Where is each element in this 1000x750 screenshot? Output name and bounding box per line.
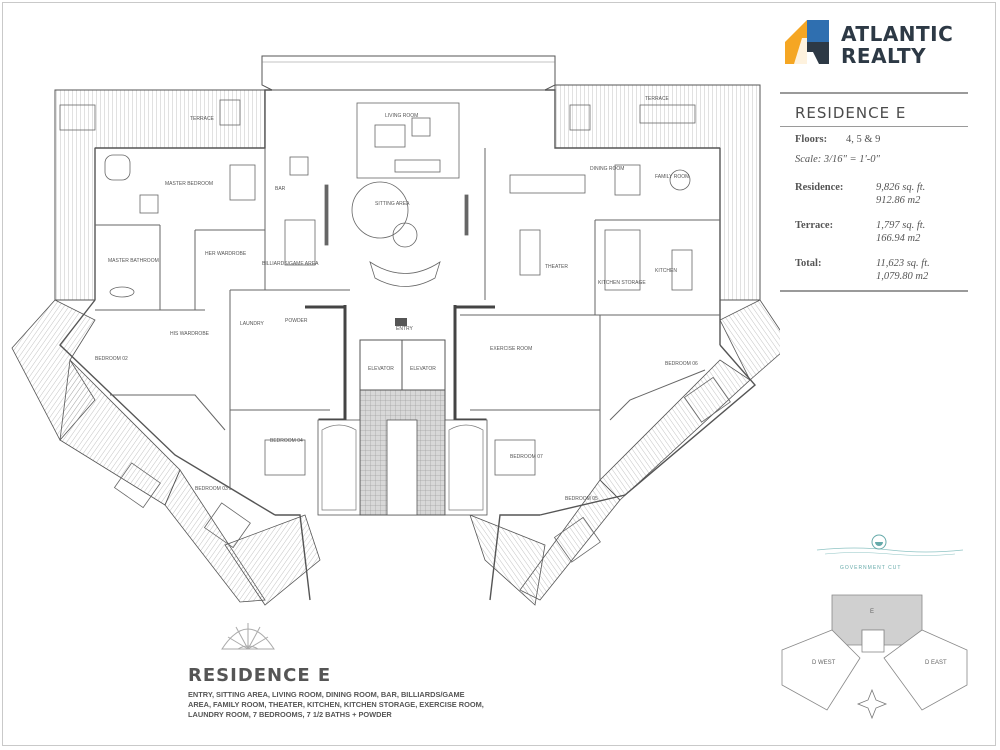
terrace-left: [11, 89, 321, 606]
logo-mark-icon: [785, 20, 829, 64]
label-sitting: SITTING AREA: [375, 201, 410, 207]
keyplan-right-label: D EAST: [925, 660, 947, 666]
label-entry: ENTRY: [396, 326, 414, 332]
label-exercise: EXERCISE ROOM: [490, 346, 532, 352]
floors-value: 4, 5 & 9: [846, 134, 881, 145]
shell-ornament-icon: [221, 623, 275, 650]
label-bedroom02: BEDROOM 02: [95, 356, 128, 362]
label-bedroom03: BEDROOM 03: [195, 486, 228, 492]
label-laundry: LAUNDRY: [240, 321, 264, 327]
residence-info-panel: RESIDENCE E Floors: 4, 5 & 9 Scale: 3/16…: [780, 92, 968, 292]
label-kitchen-storage: KITCHEN STORAGE: [598, 280, 646, 286]
label-bar: BAR: [275, 186, 286, 192]
residence-m2: 912.86 m2: [876, 195, 921, 206]
terrace-m2: 166.94 m2: [876, 233, 921, 244]
label-bedroom04: BEDROOM 04: [270, 438, 303, 444]
brand-name-line1: ATLANTIC: [841, 22, 954, 46]
label-billiards: BILLIARDS/GAME AREA: [262, 261, 319, 267]
terrace-sqft: 1,797 sq. ft.: [876, 220, 926, 231]
total-sqft: 11,623 sq. ft.: [876, 258, 930, 269]
label-elevator-2: ELEVATOR: [410, 366, 436, 372]
residence-sqft: 9,826 sq. ft.: [876, 182, 926, 193]
total-m2: 1,079.80 m2: [876, 271, 929, 282]
panel-title-rule: [780, 126, 968, 127]
label-terrace-right: TERRACE: [645, 96, 670, 102]
terrace-right: [469, 84, 780, 606]
keyplan-center-label: E: [870, 609, 875, 615]
panel-top-rule: [780, 92, 968, 94]
label-master-bath: MASTER BATHROOM: [108, 258, 159, 264]
terrace-label: Terrace:: [795, 220, 834, 231]
residence-label: Residence:: [795, 182, 844, 193]
label-dining: DINING ROOM: [590, 166, 624, 172]
key-plan: [781, 594, 968, 720]
label-her-wardrobe: HER WARDROBE: [205, 251, 247, 257]
residence-description: ENTRY, SITTING AREA, LIVING ROOM, DINING…: [188, 690, 484, 719]
brand-name-line2: REALTY: [841, 44, 927, 68]
label-bedroom06: BEDROOM 06: [665, 361, 698, 367]
panel-bottom-rule: [780, 290, 968, 292]
label-bedroom07: BEDROOM 07: [510, 454, 543, 460]
total-label: Total:: [795, 258, 822, 269]
compass-emblem-icon: [816, 534, 964, 556]
label-theater: THEATER: [545, 264, 568, 270]
label-his-wardrobe: HIS WARDROBE: [170, 331, 210, 337]
label-living: LIVING ROOM: [385, 113, 418, 119]
elevator-core: [317, 318, 488, 516]
compass-label: GOVERNMENT CUT: [840, 565, 902, 571]
label-powder: POWDER: [285, 318, 308, 324]
label-family: FAMILY ROOM: [655, 174, 689, 180]
keyplan-left-label: D WEST: [812, 660, 836, 666]
label-kitchen: KITCHEN: [655, 268, 677, 274]
room-labels: LIVING ROOM SITTING AREA BAR BILLIARDS/G…: [95, 96, 698, 502]
floors-label: Floors:: [795, 134, 828, 145]
label-master-bedroom: MASTER BEDROOM: [165, 181, 213, 187]
panel-title: RESIDENCE E: [795, 104, 907, 122]
residence-title: RESIDENCE E: [188, 665, 332, 686]
brand-logo: ATLANTIC REALTY: [785, 20, 985, 70]
label-bedroom05: BEDROOM 05: [565, 496, 598, 502]
label-terrace-left: TERRACE: [190, 116, 215, 122]
label-elevator-1: ELEVATOR: [368, 366, 394, 372]
scale-text: Scale: 3/16" = 1'-0": [795, 154, 880, 165]
floor-plan: LIVING ROOM SITTING AREA BAR BILLIARDS/G…: [11, 55, 780, 606]
